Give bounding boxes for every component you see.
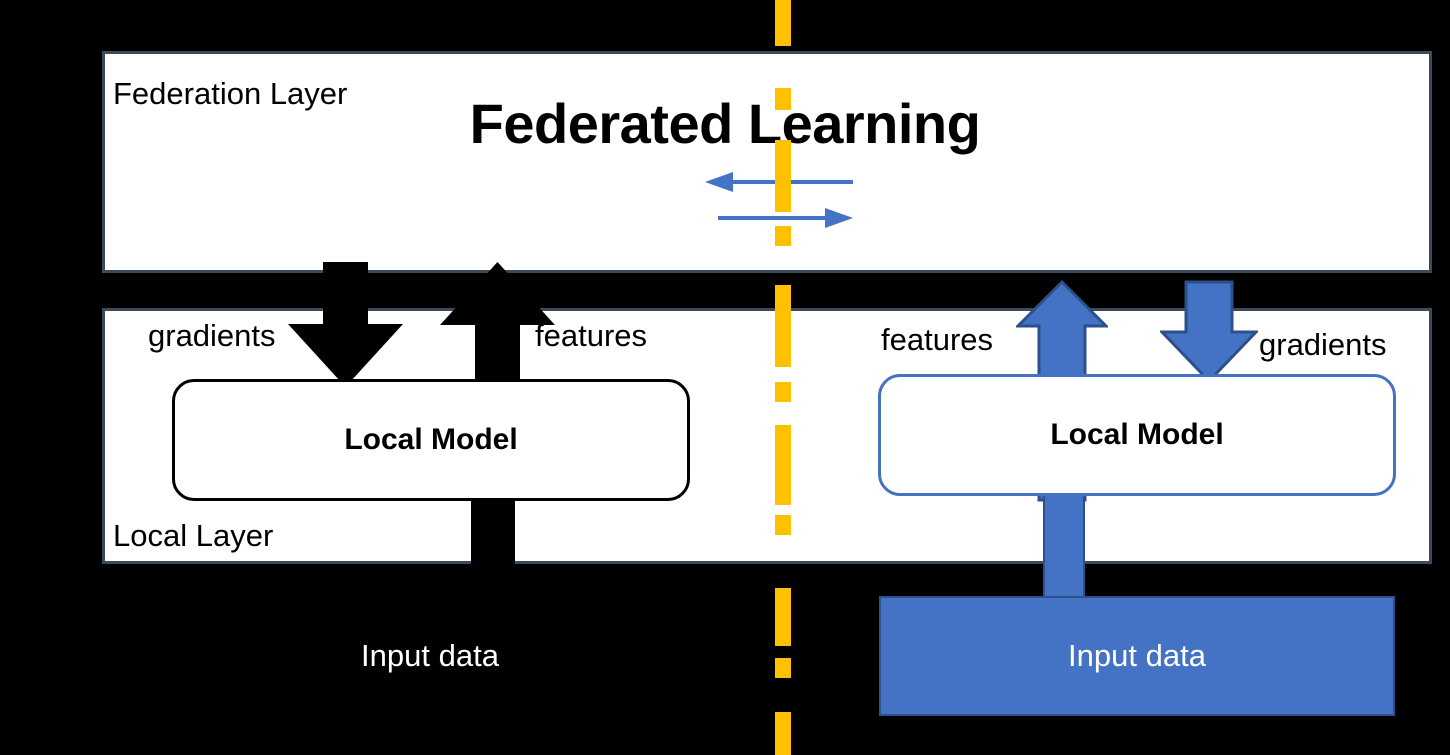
label-features-right: features: [881, 322, 994, 357]
divider-dash: [775, 425, 791, 505]
page-title: Federated Learning: [469, 92, 981, 155]
label-gradients-left: gradients: [148, 318, 276, 353]
local-model-box-right: Local Model: [878, 374, 1396, 496]
divider-dash: [775, 658, 791, 678]
local-layer-label: Local Layer: [113, 518, 274, 553]
input-data-left: Input data: [240, 596, 620, 716]
label-features-left: features: [535, 318, 648, 353]
divider-dash: [775, 88, 791, 110]
blue-arrow-down-icon: [1158, 280, 1260, 389]
local-model-label-right: Local Model: [1050, 418, 1224, 451]
divider-dash: [775, 226, 791, 246]
black-arrow-down-icon: [288, 262, 403, 392]
black-arrow-up-icon: [440, 262, 555, 392]
fed-arrow-right-icon: [718, 206, 853, 235]
black-arrow-stem: [471, 496, 515, 564]
federation-layer-panel: [102, 51, 1432, 273]
dashed-divider-icon: [775, 0, 791, 755]
input-data-right: Input data: [879, 596, 1395, 716]
fed-arrow-left-icon: [705, 170, 853, 199]
divider-dash: [775, 0, 791, 46]
divider-dash: [775, 382, 791, 402]
divider-dash: [775, 712, 791, 755]
divider-dash: [775, 588, 791, 646]
local-model-label-left: Local Model: [344, 423, 518, 456]
label-gradients-right: gradients: [1259, 327, 1387, 362]
divider-dash: [775, 285, 791, 367]
federation-layer-label: Federation Layer: [113, 76, 348, 111]
input-data-label-left: Input data: [361, 638, 499, 673]
input-data-label-right: Input data: [1068, 638, 1206, 673]
local-model-box-left: Local Model: [172, 379, 690, 501]
divider-dash: [775, 140, 791, 212]
divider-dash: [775, 515, 791, 535]
blue-arrow-stem: [1043, 490, 1085, 600]
